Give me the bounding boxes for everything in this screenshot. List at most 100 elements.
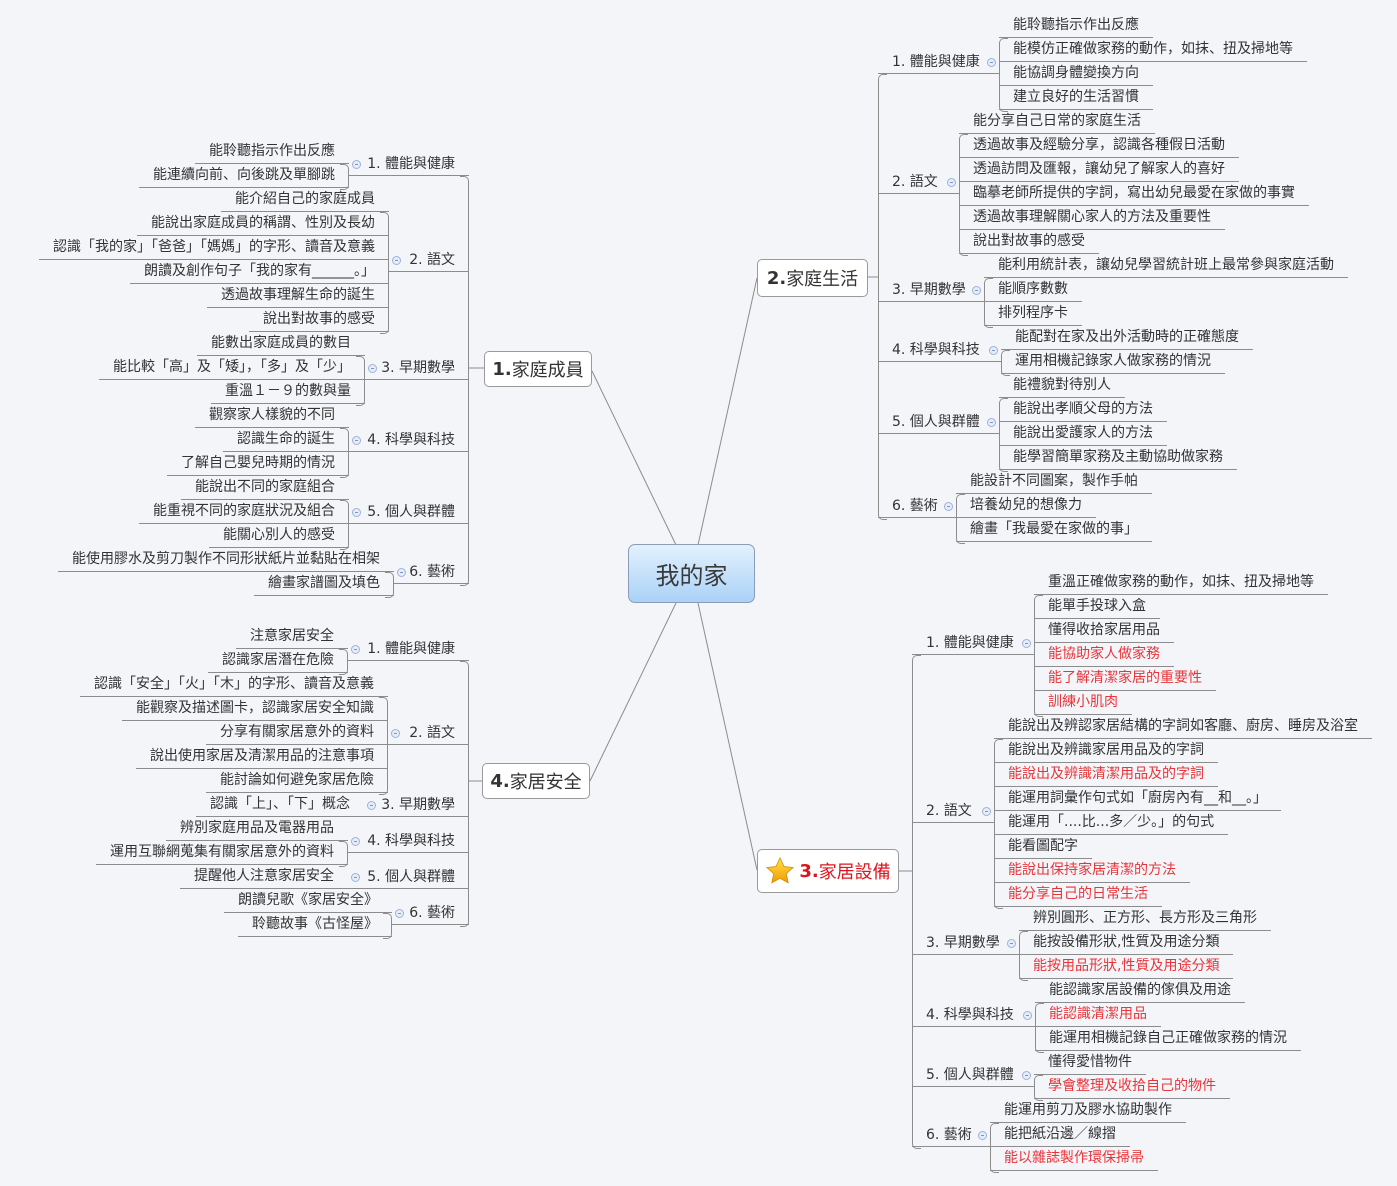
collapse-toggle-icon[interactable] xyxy=(944,502,953,511)
topic-item[interactable]: 透過故事理解關心家人的方法及重要性 xyxy=(959,206,1225,230)
topic-item[interactable]: 能數出家庭成員的數目 xyxy=(197,332,365,356)
collapse-toggle-icon[interactable] xyxy=(1007,939,1016,948)
topic-item[interactable]: 能按設備形狀,性質及用途分類 xyxy=(1019,931,1234,955)
category-3[interactable]: 3. 早期數學 xyxy=(364,794,469,817)
topic-item[interactable]: 認識「我的家」「爸爸」「媽媽」的字形、讀音及意義 xyxy=(39,236,389,260)
topic-item[interactable]: 認識家居潛在危險 xyxy=(208,649,348,673)
topic-item[interactable]: 了解自己嬰兒時期的情況 xyxy=(167,452,349,476)
topic-item[interactable]: 辨別家庭用品及電器用品 xyxy=(166,817,348,841)
collapse-toggle-icon[interactable] xyxy=(352,436,361,445)
topic-item[interactable]: 建立良好的生活習慣 xyxy=(999,86,1153,110)
topic-item[interactable]: 能運用相機記錄自己正確做家務的情況 xyxy=(1035,1027,1301,1051)
topic-item[interactable]: 能利用統計表，讓幼兒學習統計班上最常參與家庭活動 xyxy=(984,254,1348,278)
collapse-toggle-icon[interactable] xyxy=(978,1131,987,1140)
topic-item[interactable]: 能說出及辨識清潔用品及的字詞 xyxy=(994,763,1218,787)
topic-item[interactable]: 懂得收拾家居用品 xyxy=(1034,619,1174,643)
topic-item[interactable]: 能關心別人的感受 xyxy=(209,524,349,548)
topic-item[interactable]: 能以雜誌製作環保掃帚 xyxy=(990,1147,1158,1171)
topic-item[interactable]: 能說出及辨識家居用品及的字詞 xyxy=(994,739,1218,763)
collapse-toggle-icon[interactable] xyxy=(987,418,996,427)
topic-item[interactable]: 能說出不同的家庭組合 xyxy=(181,476,349,500)
collapse-toggle-icon[interactable] xyxy=(352,160,361,169)
topic-item[interactable]: 能了解清潔家居的重要性 xyxy=(1034,667,1216,691)
category-6[interactable]: 6. 藝術 xyxy=(878,495,956,518)
topic-item[interactable]: 培養幼兒的想像力 xyxy=(956,494,1096,518)
topic-item[interactable]: 繪畫家譜圖及填色 xyxy=(254,572,394,596)
topic-item[interactable]: 能運用詞彙作句式如「廚房內有__和__。」 xyxy=(994,787,1281,811)
collapse-toggle-icon[interactable] xyxy=(1022,639,1031,648)
topic-item[interactable]: 能把紙沿邊／線摺 xyxy=(990,1123,1130,1147)
topic-item[interactable]: 朗讀兒歌《家居安全》 xyxy=(224,889,392,913)
category-3[interactable]: 3. 早期數學 xyxy=(878,279,984,302)
collapse-toggle-icon[interactable] xyxy=(367,801,376,810)
collapse-toggle-icon[interactable] xyxy=(392,256,401,265)
topic-item[interactable]: 運用互聯網蒐集有關家居意外的資料 xyxy=(96,841,348,865)
topic-item[interactable]: 能看圖配字 xyxy=(994,835,1092,859)
topic-item[interactable]: 能說出及辨認家居結構的字詞如客廳、廚房、睡房及浴室 xyxy=(994,715,1372,739)
topic-item[interactable]: 訓練小肌肉 xyxy=(1034,691,1132,715)
topic-item[interactable]: 說出使用家居及清潔用品的注意事項 xyxy=(136,745,388,769)
topic-item[interactable]: 重溫１－９的數與量 xyxy=(211,380,365,404)
topic-item[interactable]: 能說出愛護家人的方法 xyxy=(999,422,1167,446)
topic-item[interactable]: 能學習簡單家務及主動協助做家務 xyxy=(999,446,1237,470)
topic-item[interactable]: 能介紹自己的家庭成員 xyxy=(221,188,389,212)
category-5[interactable]: 5. 個人與群體 xyxy=(878,411,999,434)
topic-item[interactable]: 能協調身體變換方向 xyxy=(999,62,1153,86)
topic-item[interactable]: 能聆聽指示作出反應 xyxy=(999,14,1153,38)
topic-item[interactable]: 繪畫「我最愛在家做的事」 xyxy=(956,518,1152,542)
collapse-toggle-icon[interactable] xyxy=(351,873,360,882)
collapse-toggle-icon[interactable] xyxy=(352,508,361,517)
topic-item[interactable]: 能模仿正確做家務的動作，如抹、扭及掃地等 xyxy=(999,38,1307,62)
topic-item[interactable]: 能設計不同圖案，製作手帕 xyxy=(956,470,1152,494)
topic-item[interactable]: 說出對故事的感受 xyxy=(249,308,389,332)
topic-item[interactable]: 能分享自己日常的家庭生活 xyxy=(959,110,1155,134)
category-3[interactable]: 3. 早期數學 xyxy=(912,932,1019,955)
topic-item[interactable]: 臨摹老師所提供的字詞，寫出幼兒最愛在家做的事實 xyxy=(959,182,1309,206)
topic-item[interactable]: 能認識清潔用品 xyxy=(1035,1003,1161,1027)
topic-item[interactable]: 能單手投球入盒 xyxy=(1034,595,1160,619)
category-2[interactable]: 2. 語文 xyxy=(912,800,994,823)
topic-item[interactable]: 辨別圓形、正方形、長方形及三角形 xyxy=(1019,907,1271,931)
topic-item[interactable]: 學會整理及收拾自己的物件 xyxy=(1034,1075,1230,1099)
topic-item[interactable]: 能比較「高」及「矮」，「多」及「少」 xyxy=(99,356,365,380)
topic-item[interactable]: 能分享自己的日常生活 xyxy=(994,883,1162,907)
collapse-toggle-icon[interactable] xyxy=(391,729,400,738)
topic-item[interactable]: 朗讀及創作句子「我的家有______。」 xyxy=(130,260,389,284)
topic-item[interactable]: 能聆聽指示作出反應 xyxy=(195,140,349,164)
collapse-toggle-icon[interactable] xyxy=(351,645,360,654)
topic-item[interactable]: 懂得愛惜物件 xyxy=(1034,1051,1146,1075)
category-6[interactable]: 6. 藝術 xyxy=(392,902,469,925)
topic-item[interactable]: 能順序數數 xyxy=(984,278,1082,302)
topic-item[interactable]: 重溫正確做家務的動作，如抹、扭及掃地等 xyxy=(1034,571,1328,595)
topic-item[interactable]: 能運用剪刀及膠水協助製作 xyxy=(990,1099,1186,1123)
topic-item[interactable]: 能連續向前、向後跳及單腳跳 xyxy=(139,164,349,188)
topic-item[interactable]: 能配對在家及出外活動時的正確態度 xyxy=(1001,326,1253,350)
category-4[interactable]: 4. 科學與科技 xyxy=(878,339,1001,362)
topic-item[interactable]: 觀察家人樣貌的不同 xyxy=(195,404,349,428)
topic-item[interactable]: 運用相機記錄家人做家務的情況 xyxy=(1001,350,1225,374)
topic-item[interactable]: 透過故事及經驗分享，認識各種假日活動 xyxy=(959,134,1239,158)
category-2[interactable]: 2. 語文 xyxy=(389,249,469,272)
topic-item[interactable]: 能說出家庭成員的稱謂、性別及長幼 xyxy=(137,212,389,236)
topic-item[interactable]: 能使用膠水及剪刀製作不同形狀紙片並黏貼在相架 xyxy=(58,548,394,572)
collapse-toggle-icon[interactable] xyxy=(395,909,404,918)
category-4[interactable]: 4. 科學與科技 xyxy=(349,429,469,452)
collapse-toggle-icon[interactable] xyxy=(972,286,981,295)
topic-item[interactable]: 透過故事理解生命的誕生 xyxy=(207,284,389,308)
topic-item[interactable]: 透過訪問及匯報，讓幼兒了解家人的喜好 xyxy=(959,158,1239,182)
branch-home-safety[interactable]: 4.家居安全 xyxy=(482,763,590,799)
category-6[interactable]: 6. 藝術 xyxy=(912,1124,990,1147)
topic-item[interactable]: 能協助家人做家務 xyxy=(1034,643,1174,667)
category-2[interactable]: 2. 語文 xyxy=(878,171,959,194)
collapse-toggle-icon[interactable] xyxy=(1023,1011,1032,1020)
topic-item[interactable]: 排列程序卡 xyxy=(984,302,1082,326)
category-2[interactable]: 2. 語文 xyxy=(388,722,469,745)
topic-item[interactable]: 聆聽故事《古怪屋》 xyxy=(238,913,392,937)
category-5[interactable]: 5. 個人與群體 xyxy=(349,501,469,524)
collapse-toggle-icon[interactable] xyxy=(947,178,956,187)
collapse-toggle-icon[interactable] xyxy=(989,346,998,355)
branch-home-facilities[interactable]: 3.家居設備 xyxy=(757,849,899,893)
category-6[interactable]: 6. 藝術 xyxy=(394,561,469,584)
category-1[interactable]: 1. 體能與健康 xyxy=(349,153,469,176)
collapse-toggle-icon[interactable] xyxy=(987,58,996,67)
